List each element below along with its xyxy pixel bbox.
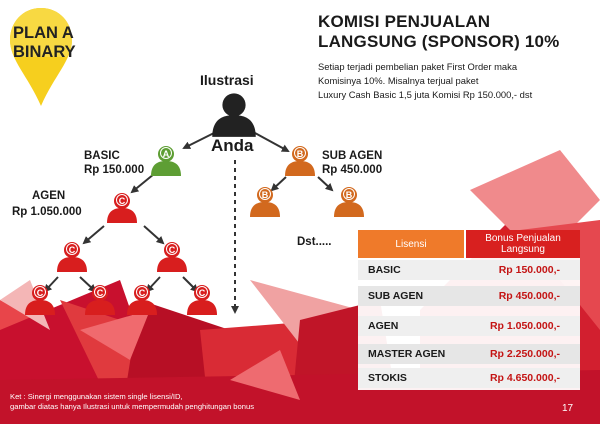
arrow-agen-left <box>82 225 105 245</box>
agen-marker: C <box>119 196 126 206</box>
arrow-leaf-4 <box>182 276 199 293</box>
agen-grandchild-2-marker: C <box>97 288 104 298</box>
arrow-leaf-2 <box>79 276 97 293</box>
table-row: AGEN Rp 1.050.000,- <box>358 316 580 336</box>
arrow-leaf-3 <box>145 276 161 293</box>
arrow-to-sub-agen <box>254 132 290 152</box>
description-line-3: Luxury Cash Basic 1,5 juta Komisi Rp 150… <box>318 89 533 100</box>
plan-badge-icon <box>10 8 72 106</box>
sub-agen-name: SUB AGEN <box>322 150 383 162</box>
basic-name: BASIC <box>84 150 120 162</box>
row-license: SUB AGEN <box>368 290 424 302</box>
basic-amount: Rp 150.000 <box>84 164 145 176</box>
footnote: Ket : Sinergi menggunakan sistem single … <box>10 392 370 412</box>
sub-agen-child-left-marker: B <box>262 190 269 200</box>
row-license: MASTER AGEN <box>368 348 446 360</box>
page-number: 17 <box>562 403 574 414</box>
row-bonus: Rp 2.250.000,- <box>489 348 560 360</box>
row-bonus: Rp 4.650.000,- <box>489 372 560 384</box>
row-license: STOKIS <box>368 372 407 384</box>
continued-label: Dst..... <box>297 236 332 248</box>
header-bonus: Bonus Penjualan Langsung <box>466 230 580 258</box>
illustration-label: Ilustrasi <box>200 72 254 88</box>
commission-description: Setiap terjadi pembelian paket First Ord… <box>318 60 532 102</box>
table-row: MASTER AGEN Rp 2.250.000,- <box>358 344 580 364</box>
you-person-icon <box>212 93 256 137</box>
row-license: AGEN <box>368 320 399 332</box>
row-bonus: Rp 450.000,- <box>498 290 560 302</box>
title-line-1: KOMISI PENJUALAN <box>318 12 491 31</box>
arrow-to-basic <box>182 132 215 149</box>
description-line-1: Setiap terjadi pembelian paket First Ord… <box>318 61 518 72</box>
arrow-agen-right <box>143 225 165 245</box>
badge-line-2: BINARY <box>13 43 76 61</box>
row-license: BASIC <box>368 264 401 276</box>
footnote-line-2: gambar diatas hanya Ilustrasi untuk memp… <box>10 402 254 411</box>
you-label: Anda <box>211 136 254 155</box>
page-title: KOMISI PENJUALAN LANGSUNG (SPONSOR) 10% <box>318 12 560 52</box>
agen-amount: Rp 1.050.000 <box>12 206 82 218</box>
arrow-leaf-1 <box>43 276 59 293</box>
description-line-2: Komisinya 10%. Misalnya terjual paket <box>318 75 479 86</box>
agen-grandchild-3-marker: C <box>139 288 146 298</box>
sub-agen-amount: Rp 450.000 <box>322 164 383 176</box>
agen-child-left-marker: C <box>69 245 76 255</box>
sub-agen-marker: B <box>297 149 304 159</box>
bonus-table: Lisensi Bonus Penjualan Langsung BASIC R… <box>358 230 580 390</box>
arrow-sub-right <box>317 176 334 192</box>
row-bonus: Rp 150.000,- <box>498 264 560 276</box>
header-license: Lisensi <box>358 230 464 258</box>
sub-agen-child-right-marker: B <box>346 190 353 200</box>
table-row: BASIC Rp 150.000,- <box>358 260 580 280</box>
table-row: SUB AGEN Rp 450.000,- <box>358 286 580 306</box>
agen-grandchild-4-marker: C <box>199 288 206 298</box>
badge-line-1: PLAN A <box>13 24 74 42</box>
table-row: STOKIS Rp 4.650.000,- <box>358 368 580 388</box>
agen-grandchild-1-marker: C <box>37 288 44 298</box>
arrow-basic-to-agen <box>130 173 155 194</box>
arrow-sub-left <box>270 176 287 192</box>
row-bonus: Rp 1.050.000,- <box>489 320 560 332</box>
title-line-2: LANGSUNG (SPONSOR) 10% <box>318 32 560 51</box>
agen-name: AGEN <box>32 190 66 202</box>
basic-marker: A <box>163 149 170 159</box>
agen-child-right-marker: C <box>169 245 176 255</box>
footnote-line-1: Ket : Sinergi menggunakan sistem single … <box>10 392 183 401</box>
